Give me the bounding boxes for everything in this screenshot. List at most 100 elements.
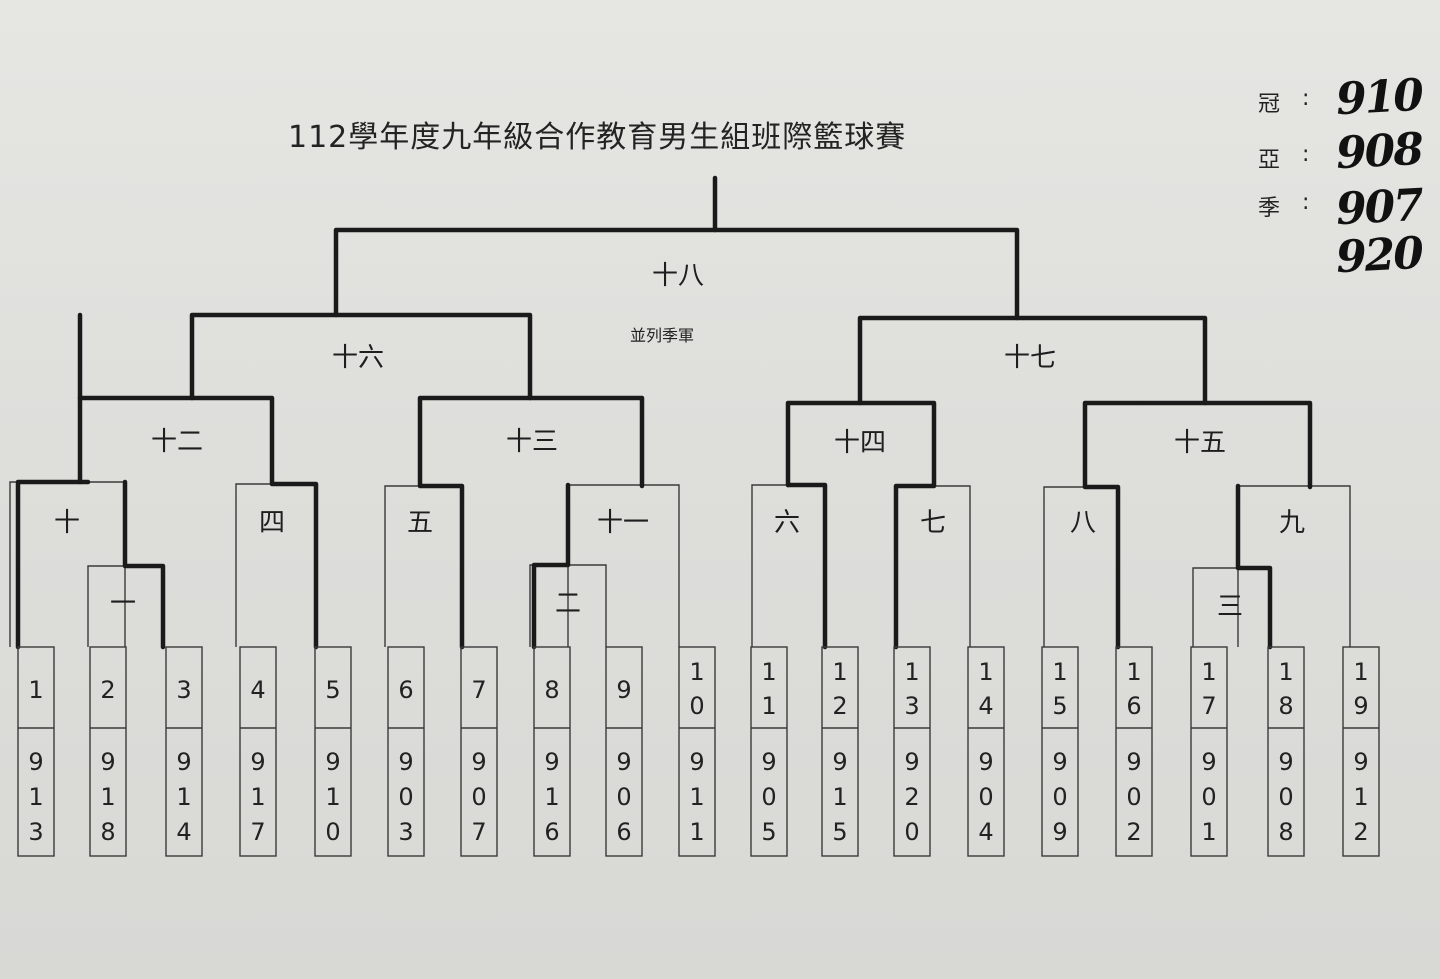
entry-frame xyxy=(387,646,425,857)
winner-path xyxy=(77,395,319,650)
entry-box: 1 5 9 0 9 xyxy=(1041,646,1079,857)
team-digit: 0 xyxy=(978,783,993,811)
third-label: 季 xyxy=(1258,196,1281,221)
winner-path xyxy=(531,482,571,650)
winner-path xyxy=(857,315,1208,406)
team-digit: 6 xyxy=(544,818,559,846)
entry-frame xyxy=(893,646,931,857)
team-digit: 9 xyxy=(100,748,115,776)
game-number-label: 五 xyxy=(407,508,433,538)
seed-digit: 5 xyxy=(325,676,340,704)
team-digit: 9 xyxy=(832,748,847,776)
seed-digit: 5 xyxy=(1052,692,1067,720)
page-title: 112學年度九年級合作教育男生組班際籃球賽 xyxy=(288,120,907,155)
game-label-layer: 一二三四五六七八九十十一十二十三十四十五十六十七十八 xyxy=(54,261,1305,622)
seed-digit: 1 xyxy=(978,658,993,686)
team-digit: 9 xyxy=(1052,748,1067,776)
team-digit: 9 xyxy=(398,748,413,776)
team-digit: 9 xyxy=(978,748,993,776)
team-digit: 9 xyxy=(471,748,486,776)
seed-digit: 3 xyxy=(176,676,191,704)
champion-colon: : xyxy=(1302,86,1310,111)
team-digit: 1 xyxy=(325,783,340,811)
winner-path xyxy=(785,482,828,650)
entry-frame xyxy=(967,646,1005,857)
team-digit: 0 xyxy=(325,818,340,846)
outline-layer xyxy=(9,229,1351,647)
entry-frame xyxy=(1041,646,1079,857)
seed-digit: 6 xyxy=(398,676,413,704)
entry-layer: 1913291839144917591069037907891699061091… xyxy=(17,646,1380,857)
game-number-label: 十二 xyxy=(151,427,203,457)
seed-digit: 1 xyxy=(28,676,43,704)
team-digit: 1 xyxy=(1201,818,1216,846)
winner-path xyxy=(333,175,718,318)
seed-digit: 4 xyxy=(250,676,265,704)
team-digit: 3 xyxy=(28,818,43,846)
game-number-label: 七 xyxy=(920,508,946,538)
entry-frame xyxy=(533,646,571,857)
seed-digit: 9 xyxy=(616,676,631,704)
team-digit: 3 xyxy=(398,818,413,846)
team-digit: 9 xyxy=(28,748,43,776)
team-digit: 4 xyxy=(978,818,993,846)
entry-frame xyxy=(1267,646,1305,857)
team-digit: 9 xyxy=(325,748,340,776)
seed-digit: 1 xyxy=(689,658,704,686)
team-digit: 9 xyxy=(904,748,919,776)
entry-frame xyxy=(1190,646,1228,857)
game-number-label: 二 xyxy=(555,589,581,619)
game-number-label: 十四 xyxy=(834,428,886,458)
path-layer xyxy=(15,175,1313,650)
team-digit: 0 xyxy=(471,783,486,811)
team-digit: 9 xyxy=(1126,748,1141,776)
entry-frame xyxy=(17,646,55,857)
winner-path xyxy=(189,312,533,401)
team-digit: 0 xyxy=(398,783,413,811)
team-digit: 6 xyxy=(616,818,631,846)
team-digit: 0 xyxy=(761,783,776,811)
team-digit: 1 xyxy=(176,783,191,811)
team-digit: 9 xyxy=(1353,748,1368,776)
seed-digit: 1 xyxy=(1052,658,1067,686)
winner-path xyxy=(712,227,1020,321)
champion-label: 冠 xyxy=(1258,92,1281,117)
team-digit: 9 xyxy=(689,748,704,776)
entry-frame xyxy=(1115,646,1153,857)
team-digit: 0 xyxy=(616,783,631,811)
team-digit: 9 xyxy=(250,748,265,776)
runner-up-label: 亞 xyxy=(1258,148,1281,173)
seed-digit: 2 xyxy=(100,676,115,704)
entry-frame xyxy=(460,646,498,857)
tied-third-note: 並列季軍 xyxy=(630,326,695,345)
winner-path xyxy=(122,479,166,650)
team-digit: 9 xyxy=(1052,818,1067,846)
seed-digit: 1 xyxy=(1278,658,1293,686)
seed-digit: 0 xyxy=(689,692,704,720)
seed-digit: 1 xyxy=(832,658,847,686)
team-digit: 0 xyxy=(1126,783,1141,811)
team-digit: 1 xyxy=(832,783,847,811)
game-number-label: 十七 xyxy=(1004,343,1056,373)
team-digit: 2 xyxy=(904,783,919,811)
team-digit: 5 xyxy=(761,818,776,846)
entry-frame xyxy=(165,646,203,857)
entry-frame xyxy=(750,646,788,857)
winner-path xyxy=(15,479,91,650)
team-digit: 9 xyxy=(1201,748,1216,776)
results-panel: 冠 : 910 亞 : 908 季 : 907 920 xyxy=(1250,70,1430,283)
game-number-label: 六 xyxy=(774,508,800,538)
entry-box: 5 9 1 0 xyxy=(314,646,352,857)
team-digit: 0 xyxy=(1052,783,1067,811)
team-digit: 1 xyxy=(689,783,704,811)
